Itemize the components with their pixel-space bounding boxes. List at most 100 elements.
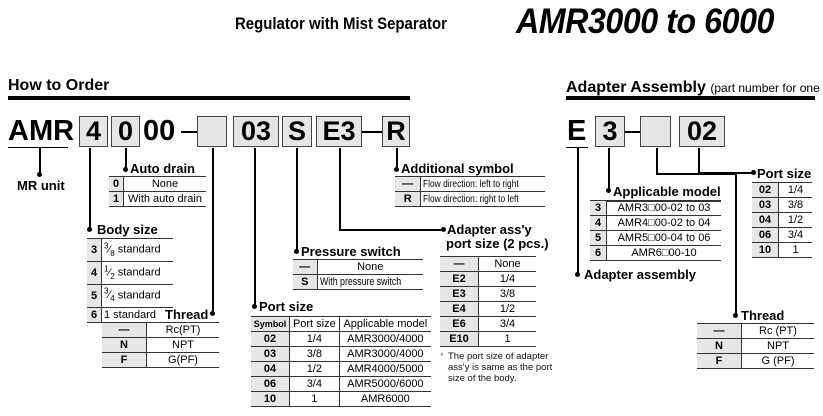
connector-dot — [37, 172, 42, 177]
connector-dot — [575, 272, 580, 277]
connector-additional — [396, 148, 398, 169]
connector-dot — [733, 313, 738, 318]
row-value: Rc(PT) — [146, 322, 219, 338]
col-header: Symbol — [251, 316, 290, 332]
table-row: —Rc(PT) — [102, 322, 219, 338]
row-key: 3 — [590, 200, 607, 216]
adapter-code-model-box: 3 — [595, 116, 625, 147]
code-thread-box — [197, 116, 227, 147]
heading-rule — [8, 96, 410, 100]
row-key: F — [697, 353, 742, 369]
row-key: E3 — [440, 286, 479, 302]
connector-adapter-h — [339, 229, 443, 231]
row-value: 1/4 — [778, 182, 812, 198]
row-model: AMR5000/6000 — [338, 376, 431, 392]
row-value: 1/2 — [778, 212, 812, 228]
adapter-assembly-label: Adapter assembly — [584, 267, 696, 282]
row-key: 4 — [87, 261, 102, 285]
row-value: 1 — [478, 331, 536, 347]
connector-dot — [252, 304, 257, 309]
row-model: AMR3000/4000 — [338, 331, 431, 347]
adapter-port-size-title: Port size — [757, 166, 812, 181]
how-to-order-heading: How to Order — [8, 77, 110, 94]
row-value: 3/4 — [478, 316, 536, 332]
connector-port-size — [254, 148, 256, 306]
connector-adapter — [339, 148, 341, 230]
adapter-code-port-box: 02 — [679, 116, 725, 147]
mr-unit-label: MR unit — [17, 178, 65, 193]
row-key: 03 — [752, 197, 779, 213]
connector-pressure-switch — [296, 148, 298, 251]
row-value: AMR4□00-02 to 04 — [606, 215, 721, 231]
row-symbol: 02 — [251, 331, 290, 347]
row-value: With auto drain — [123, 191, 206, 207]
row-key: 5 — [87, 284, 102, 308]
row-value: 1/2 — [478, 301, 536, 317]
body-size-title: Body size — [97, 222, 158, 237]
row-value: Rc (PT) — [741, 323, 814, 339]
row-key: E10 — [440, 331, 479, 347]
table-row: —None — [440, 256, 536, 272]
row-key: 4 — [590, 215, 607, 231]
code-prefix: AMR — [8, 115, 75, 147]
adapter-code-prefix: E — [567, 115, 587, 147]
row-value-text: Flow direction: right to left — [423, 193, 520, 205]
heading-text: Adapter Assembly — [566, 79, 706, 96]
connector-thread-a — [656, 148, 658, 174]
row-value: None — [123, 176, 206, 192]
row-key: — — [440, 256, 479, 272]
connector-dot — [123, 167, 128, 172]
code-body-size-box: 4 — [79, 116, 108, 147]
row-value: NPT — [146, 337, 219, 353]
row-key: R — [395, 191, 422, 207]
adapter-thread-title: Thread — [741, 308, 785, 323]
heading-note: (part number for one piece) — [710, 81, 823, 95]
row-key: E6 — [440, 316, 479, 332]
connector-thread — [212, 148, 214, 312]
auto-drain-title: Auto drain — [130, 161, 195, 176]
prefix-underline — [566, 147, 588, 148]
row-key: 6 — [87, 307, 102, 323]
connector-body-size — [89, 148, 91, 229]
row-value: None — [317, 259, 423, 275]
row-value-text: Flow direction: left to right — [423, 178, 520, 190]
row-key: N — [697, 338, 742, 354]
row-symbol: 10 — [251, 391, 290, 407]
code-additional-box: R — [382, 116, 410, 147]
row-value: AMR3□00-02 to 03 — [606, 200, 721, 216]
connector-dot — [394, 167, 399, 172]
connector-port-h — [698, 172, 753, 174]
row-key: E4 — [440, 301, 479, 317]
code-pressure-switch-box: S — [282, 116, 312, 147]
row-key: — — [102, 322, 147, 338]
additional-symbol-title: Additional symbol — [401, 161, 514, 176]
row-symbol: 03 — [251, 346, 290, 362]
table-row: —Rc (PT) — [697, 323, 814, 339]
